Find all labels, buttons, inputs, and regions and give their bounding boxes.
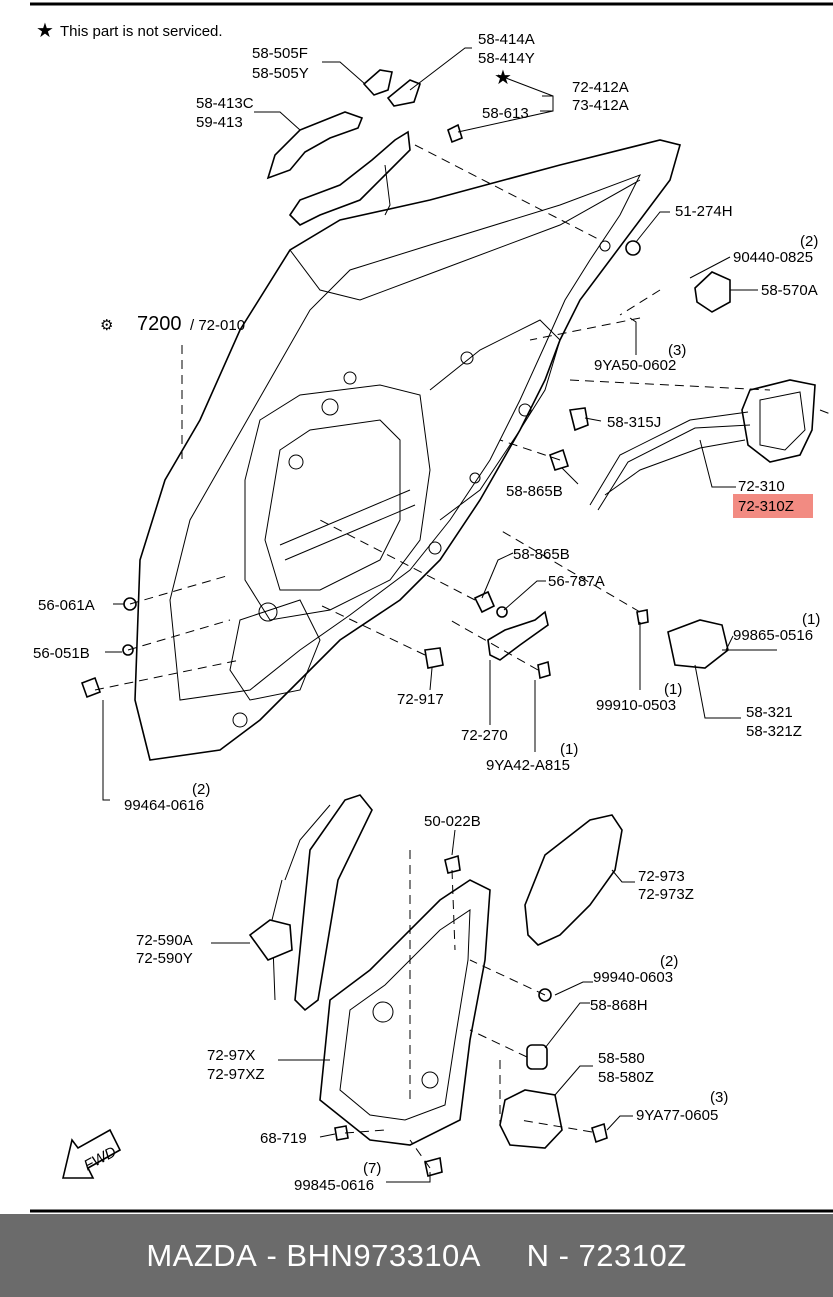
label-9ya50-0602[interactable]: 9YA50-0602 (594, 357, 676, 374)
label-99910-0503[interactable]: 99910-0503 (596, 697, 676, 714)
label-58-414a[interactable]: 58-414A (478, 31, 535, 48)
label-72-590y[interactable]: 72-590Y (136, 950, 193, 967)
footer-code: 72310Z (578, 1237, 687, 1273)
label-72-917[interactable]: 72-917 (397, 691, 444, 708)
label-58-505f[interactable]: 58-505F (252, 45, 308, 62)
label-7200[interactable]: 7200 (137, 313, 182, 335)
qty-99910: (1) (664, 681, 682, 698)
label-72-010[interactable]: / 72-010 (190, 317, 245, 334)
label-73-412a[interactable]: 73-412A (572, 97, 629, 114)
qty-99940: (2) (660, 953, 678, 970)
label-72-97x[interactable]: 72-97X (207, 1047, 255, 1064)
window-regulator (248, 794, 623, 1178)
label-58-505y[interactable]: 58-505Y (252, 65, 309, 82)
label-56-787a[interactable]: 56-787A (548, 573, 605, 590)
qty-90440: (2) (800, 233, 818, 250)
note-text: This part is not serviced. (60, 23, 223, 40)
label-72-973z[interactable]: 72-973Z (638, 886, 694, 903)
gear-icon: ⚙ (100, 317, 113, 334)
label-68-719[interactable]: 68-719 (260, 1130, 307, 1147)
qty-99865: (1) (802, 611, 820, 628)
qty-99464: (2) (192, 781, 210, 798)
label-58-580z[interactable]: 58-580Z (598, 1069, 654, 1086)
label-56-061a[interactable]: 56-061A (38, 597, 95, 614)
fwd-arrow-icon: FWD (61, 1128, 122, 1179)
part-labels: 58-505F 58-505Y 58-414A 58-414Y ★ 72-412… (33, 31, 820, 1194)
label-72-590a[interactable]: 72-590A (136, 932, 193, 949)
label-72-412a[interactable]: 72-412A (572, 79, 629, 96)
qty-99845: (7) (363, 1160, 381, 1177)
qty-9ya42: (1) (560, 741, 578, 758)
label-58-613[interactable]: 58-613 (482, 105, 529, 122)
label-58-865b-upper[interactable]: 58-865B (506, 483, 563, 500)
label-72-97xz[interactable]: 72-97XZ (207, 1066, 265, 1083)
latch-assembly (589, 240, 816, 511)
label-72-310z[interactable]: 72-310Z (738, 498, 794, 515)
label-72-270[interactable]: 72-270 (461, 727, 508, 744)
label-58-865b-lower[interactable]: 58-865B (513, 546, 570, 563)
label-99464-0616[interactable]: 99464-0616 (124, 797, 204, 814)
star-icon: ★ (494, 67, 512, 89)
footer-separator-2: - (549, 1237, 579, 1273)
label-72-973[interactable]: 72-973 (638, 868, 685, 885)
label-51-274h[interactable]: 51-274H (675, 203, 733, 220)
note-star-icon: ★ (36, 20, 54, 42)
label-59-413[interactable]: 59-413 (196, 114, 243, 131)
qty-9ya77: (3) (710, 1089, 728, 1106)
label-90440-0825[interactable]: 90440-0825 (733, 249, 813, 266)
label-58-868h[interactable]: 58-868H (590, 997, 648, 1014)
label-58-321[interactable]: 58-321 (746, 704, 793, 721)
door-shell (134, 139, 681, 761)
highlight-box (733, 494, 813, 518)
dashed-guides (94, 144, 833, 1169)
footer-part-number: BHN973310A (286, 1237, 481, 1273)
outside-handle-group (266, 69, 463, 226)
parts-diagram: ★ This part is not serviced. (30, 2, 833, 1213)
label-50-022b[interactable]: 50-022B (424, 813, 481, 830)
label-99845-0616[interactable]: 99845-0616 (294, 1177, 374, 1194)
footer-separator-1: - (257, 1237, 287, 1273)
label-9ya77-0605[interactable]: 9YA77-0605 (636, 1107, 718, 1124)
label-58-580[interactable]: 58-580 (598, 1050, 645, 1067)
qty-9ya50: (3) (668, 342, 686, 359)
label-58-570a[interactable]: 58-570A (761, 282, 818, 299)
label-99865-0516[interactable]: 99865-0516 (733, 627, 813, 644)
footer-bar: MAZDA - BHN973310A N - 72310Z (0, 1214, 833, 1297)
label-9ya42-a815[interactable]: 9YA42-A815 (486, 757, 570, 774)
label-56-051b[interactable]: 56-051B (33, 645, 90, 662)
label-58-413c[interactable]: 58-413C (196, 95, 254, 112)
footer-gap (481, 1238, 527, 1274)
footer-prefix: N (526, 1237, 550, 1273)
label-58-315j[interactable]: 58-315J (607, 414, 661, 431)
label-58-321z[interactable]: 58-321Z (746, 723, 802, 740)
label-58-414y[interactable]: 58-414Y (478, 50, 535, 67)
label-99940-0603[interactable]: 99940-0603 (593, 969, 673, 986)
label-72-310[interactable]: 72-310 (738, 478, 785, 495)
leader-lines (102, 47, 777, 1183)
footer-brand: MAZDA (146, 1237, 258, 1273)
